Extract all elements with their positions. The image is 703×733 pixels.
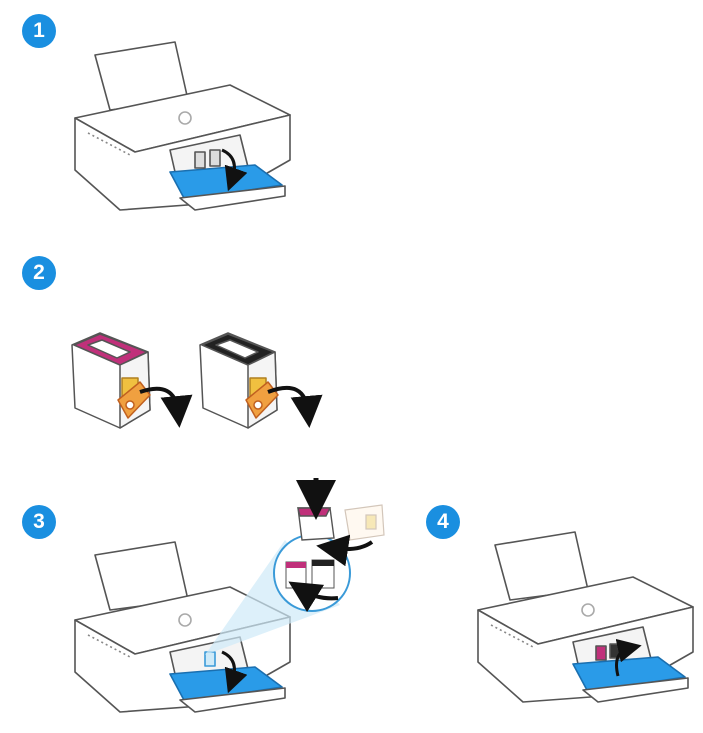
hp-logo-icon: [178, 111, 192, 125]
step-2-badge: 2: [22, 256, 56, 290]
cartridge-inserting: [297, 507, 335, 541]
hp-logo-icon: [178, 613, 192, 627]
step-4-badge: 4: [426, 505, 460, 539]
curved-arrow-icon: [267, 386, 323, 428]
curved-arrow-icon: [316, 534, 374, 567]
step-3-badge: 3: [22, 505, 56, 539]
curved-arrow-icon: [288, 581, 339, 613]
cartridge-black: [199, 332, 279, 429]
step-1-badge: 1: [22, 14, 56, 48]
cartridge-faded: [344, 504, 385, 541]
printer-step-1: [74, 41, 291, 211]
curved-arrow-icon: [139, 386, 193, 428]
hp-logo-icon: [581, 603, 595, 617]
printer-step-4: [477, 531, 694, 703]
cartridge-color: [71, 332, 151, 429]
magnified-detail: [273, 534, 351, 613]
